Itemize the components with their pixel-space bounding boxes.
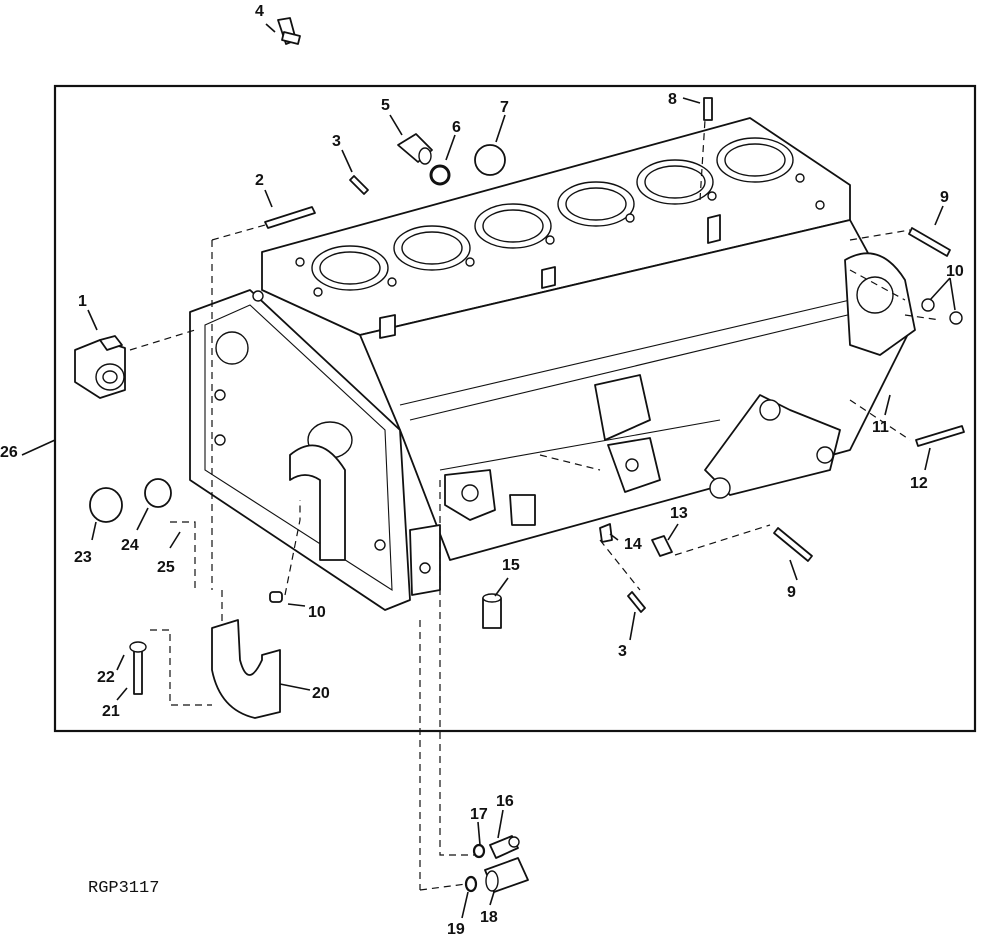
part-elbow-fitting xyxy=(74,335,126,399)
callout-15: 15 xyxy=(502,557,520,574)
part-plug-5 xyxy=(397,133,433,165)
callout-7: 7 xyxy=(500,99,509,116)
part-fitting-16 xyxy=(489,835,520,859)
callout-10-left: 10 xyxy=(308,604,326,621)
callout-12: 12 xyxy=(910,475,928,492)
callout-11: 11 xyxy=(872,419,889,436)
part-fitting-4 xyxy=(277,17,301,45)
callout-3-upper: 3 xyxy=(332,133,341,150)
part-oring-6 xyxy=(429,164,451,186)
callout-22: 22 xyxy=(97,669,115,686)
part-pin-10-right xyxy=(921,298,963,325)
callout-24: 24 xyxy=(121,537,139,554)
part-stud-9-upper xyxy=(908,227,951,257)
part-cap-plug-7 xyxy=(474,144,506,176)
callout-19: 19 xyxy=(447,921,465,936)
part-bearing-cap-20 xyxy=(211,619,281,719)
callout-6: 6 xyxy=(452,119,461,136)
callout-23: 23 xyxy=(74,549,92,566)
part-dowel-8 xyxy=(703,97,713,121)
callout-4: 4 xyxy=(255,3,264,20)
part-oring-19 xyxy=(464,875,478,893)
callout-3-lower: 3 xyxy=(618,643,627,660)
callout-9-upper: 9 xyxy=(940,189,949,206)
assembly-centerlines xyxy=(129,119,941,891)
part-fitting-18 xyxy=(484,857,529,893)
callout-26: 26 xyxy=(0,444,18,461)
figure-reference-code: RGP3117 xyxy=(88,879,159,898)
callout-5: 5 xyxy=(381,97,390,114)
callout-21: 21 xyxy=(102,703,120,720)
part-plug-23 xyxy=(89,487,123,523)
callout-9-lower: 9 xyxy=(787,584,796,601)
part-stud-3-lower xyxy=(627,591,646,613)
callout-2: 2 xyxy=(255,172,264,189)
callout-1: 1 xyxy=(78,293,87,310)
part-plug-24 xyxy=(144,478,172,508)
leader-lines xyxy=(21,23,956,919)
callout-20: 20 xyxy=(312,685,330,702)
part-oring-17 xyxy=(472,843,486,859)
part-boss xyxy=(509,494,536,526)
part-sleeve-15 xyxy=(482,593,502,629)
callout-25: 25 xyxy=(157,559,175,576)
part-plug-13 xyxy=(651,535,673,557)
part-pin-10-left xyxy=(269,591,283,603)
part-stud-9-lower xyxy=(773,527,813,562)
callout-labels: 1 2 3 3 4 5 6 7 8 9 9 10 10 11 12 13 14 … xyxy=(0,3,964,936)
callout-14: 14 xyxy=(624,536,642,553)
part-plug-14 xyxy=(599,523,613,543)
part-stud-3-upper xyxy=(349,175,369,195)
part-stud-2 xyxy=(264,206,316,229)
callout-10-right: 10 xyxy=(946,263,964,280)
assembly-frame xyxy=(53,84,977,733)
callout-8: 8 xyxy=(668,91,677,108)
cylinder-block xyxy=(189,117,916,611)
callout-16: 16 xyxy=(496,793,514,810)
part-bolt-21 xyxy=(129,641,147,695)
callout-17: 17 xyxy=(470,806,488,823)
callout-13: 13 xyxy=(670,505,688,522)
callout-18: 18 xyxy=(480,909,498,926)
part-stud-12 xyxy=(915,425,965,447)
